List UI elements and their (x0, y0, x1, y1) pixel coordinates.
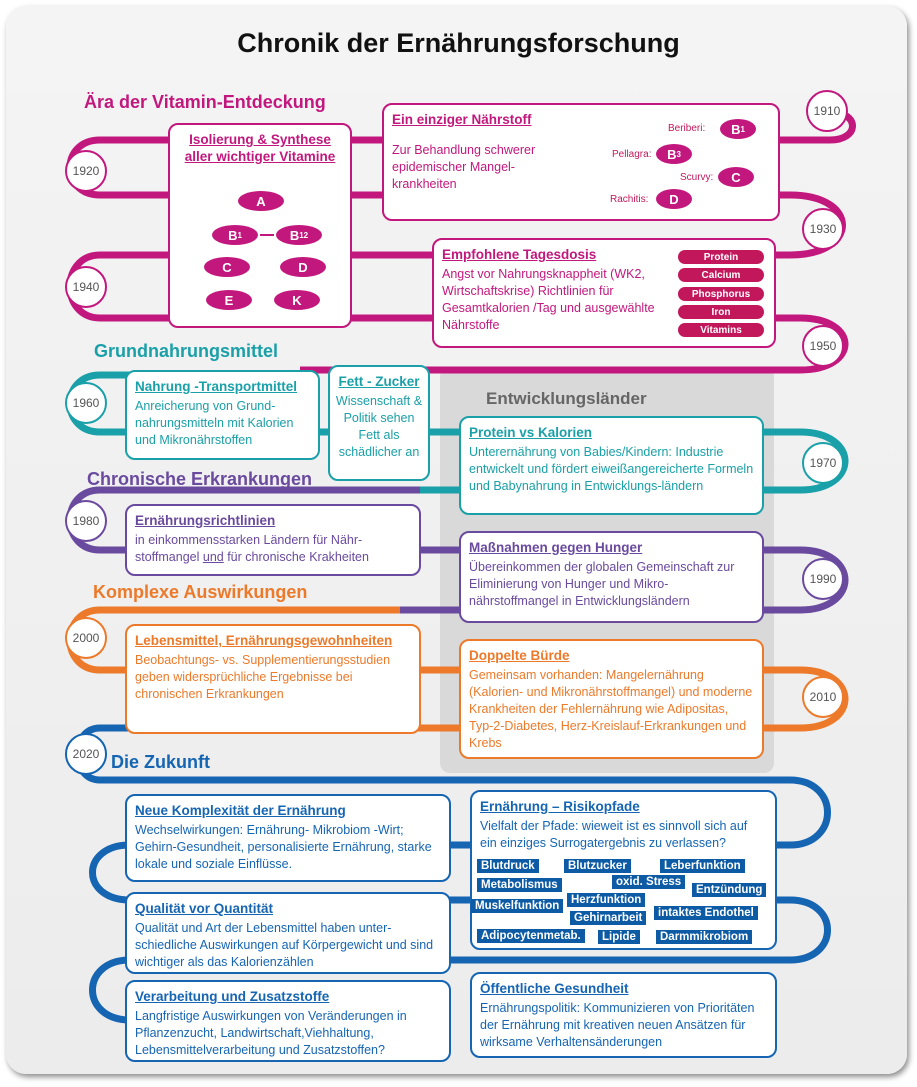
box-verarbeitung-text: Langfristige Auswirkungen von Veränderun… (135, 1009, 407, 1057)
box-verarbeitung-title: Verarbeitung und Zusatzstoffe (135, 989, 330, 1004)
risk-tag-blutzucker: Blutzucker (564, 859, 631, 873)
era-vitamin-heading: Ära der Vitamin-Entdeckung (84, 92, 326, 112)
box-qualitaet-text: Qualität und Art der Lebensmittel haben … (135, 921, 434, 969)
vitamin-c: C (204, 257, 250, 277)
year-1930: 1930 (802, 208, 844, 250)
box-verarbeitung: Verarbeitung und Zusatzstoffe Langfristi… (125, 980, 451, 1062)
year-2010: 2010 (802, 676, 844, 718)
risk-tag-lipide: Lipide (598, 930, 640, 944)
box-buerde-text: Gemeinsam vorhanden: Mangelernährung (Ka… (469, 668, 753, 750)
developing-countries-label: Entwicklungsländer (486, 389, 647, 408)
box-komplexitaet-title: Neue Komplexität der Ernährung (135, 803, 346, 818)
year-2020: 2020 (65, 733, 107, 775)
box-komplexitaet-text: Wechselwirkungen: Ernährung- Mikrobiom -… (135, 823, 432, 871)
year-1920: 1920 (65, 150, 107, 192)
risk-tag-leberfunktion: Leberfunktion (660, 859, 745, 873)
box-protein: Protein vs Kalorien Unterernährung von B… (459, 416, 764, 515)
box-naehrstoff-title: Ein einziger Nährstoff (392, 112, 532, 127)
label-rachitis: Rachitis: (610, 194, 649, 205)
year-1910: 1910 (806, 90, 848, 132)
vitamin-e: E (206, 290, 252, 310)
label-scurvy: Scurvy: (680, 172, 714, 183)
box-lebensmittel: Lebensmittel, Ernährungsgewohnheiten Beo… (125, 624, 421, 734)
year-2000: 2000 (65, 617, 107, 659)
deficiency-d: D (656, 189, 692, 209)
box-transport: Nahrung -Transportmittel Anreicherung vo… (125, 370, 320, 460)
risk-tag-herzfunktion: Herzfunktion (567, 893, 646, 907)
label-pellagra: Pellagra: (612, 149, 652, 160)
box-lebensmittel-title: Lebensmittel, Ernährungsgewohnheiten (135, 633, 393, 648)
box-fett: Fett - Zucker Wissenschaft & Politik seh… (328, 365, 430, 481)
box-komplexitaet: Neue Komplexität der Ernährung Wechselwi… (125, 794, 451, 882)
risk-tag-entzuendung: Entzündung (692, 883, 767, 897)
box-qualitaet-title: Qualität vor Quantität (135, 901, 274, 916)
nutrient-iron: Iron (678, 305, 764, 319)
box-richtlinien: Ernährungsrichtlinien in einkommensstark… (125, 504, 421, 576)
box-hunger-title: Maßnahmen gegen Hunger (469, 540, 643, 555)
year-1980: 1980 (65, 500, 107, 542)
box-isolierung: Isolierung & Synthese aller wichtiger Vi… (168, 123, 352, 328)
risk-tag-metabolismus: Metabolismus (477, 878, 562, 892)
box-fett-text: Wissenschaft & Politik sehen Fett als sc… (335, 394, 423, 459)
year-1970: 1970 (802, 442, 844, 484)
vitamin-b-connector (260, 234, 274, 236)
year-1990: 1990 (802, 558, 844, 600)
era-chronisch-heading: Chronische Erkrankungen (87, 469, 313, 489)
box-richtlinien-title: Ernährungsrichtlinien (135, 513, 276, 528)
year-1950: 1950 (802, 325, 844, 367)
year-1940: 1940 (65, 266, 107, 308)
era-komplex-heading: Komplexe Auswirkungen (93, 582, 308, 602)
box-lebensmittel-text: Beobachtungs- vs. Supplementierungsstudi… (135, 653, 391, 701)
box-naehrstoff: Ein einziger Nährstoff Zur Behandlung sc… (382, 103, 780, 221)
box-qualitaet: Qualität vor Quantität Qualität und Art … (125, 892, 451, 974)
year-1960: 1960 (65, 382, 107, 424)
box-richtlinien-text: in einkommensstarken Ländern für Nähr-st… (135, 533, 369, 564)
box-tagesdosis-text: Angst vor Nahrungsknappheit (WK2, Wirtsc… (442, 267, 655, 332)
vitamin-d: D (280, 257, 326, 277)
risk-tag-oxid-stress: oxid. Stress (612, 875, 686, 889)
box-tagesdosis-title: Empfohlene Tagesdosis (442, 247, 597, 262)
box-oeffentlich-title: Öffentliche Gesundheit (480, 981, 629, 996)
vitamin-a: A (238, 191, 284, 211)
vitamin-k: K (274, 290, 320, 310)
risk-tag-gehirnarbeit: Gehirnarbeit (570, 911, 647, 925)
page-title: Chronik der Ernährungsforschung (237, 28, 680, 58)
box-fett-title: Fett - Zucker (338, 374, 420, 389)
risk-tag-endothel: intaktes Endothel (654, 906, 758, 920)
box-naehrstoff-text: Zur Behandlung schwerer epidemischer Man… (392, 143, 536, 191)
box-risiko-text: Vielfalt der Pfade: wieweit ist es sinnv… (480, 819, 748, 850)
risk-tag-blutdruck: Blutdruck (477, 859, 539, 873)
box-risiko-title: Ernährung – Risikopfade (480, 799, 640, 814)
risk-tag-muskelfunktion: Muskelfunktion (471, 899, 564, 913)
label-beriberi: Beriberi: (668, 123, 706, 134)
box-isolierung-title-2: aller wichtiger Vitamine (184, 149, 336, 164)
box-protein-title: Protein vs Kalorien (469, 425, 593, 440)
track-blue (74, 724, 831, 1024)
box-buerde: Doppelte Bürde Gemeinsam vorhanden: Mang… (459, 639, 764, 759)
box-oeffentlich-text: Ernährungspolitik: Kommunizieren von Pri… (480, 1001, 755, 1049)
nutrient-vitamins: Vitamins (678, 323, 764, 337)
box-transport-text: Anreicherung von Grund-nahrungsmitteln m… (135, 399, 294, 447)
box-hunger-text: Übereinkommen der globalen Gemeinschaft … (469, 560, 735, 608)
box-hunger: Maßnahmen gegen Hunger Übereinkommen der… (459, 531, 764, 623)
risk-tag-darmmikrobiom: Darmmikrobiom (656, 930, 753, 944)
deficiency-c: C (718, 167, 754, 187)
box-buerde-title: Doppelte Bürde (469, 648, 570, 663)
nutrient-calcium: Calcium (678, 268, 764, 282)
box-transport-title: Nahrung -Transportmittel (135, 379, 298, 394)
era-grund-heading: Grundnahrungsmittel (94, 341, 278, 361)
box-protein-text: Unterernährung von Babies/Kindern: Indus… (469, 445, 754, 493)
era-zukunft-heading: Die Zukunft (111, 752, 210, 772)
box-isolierung-title-1: Isolierung & Synthese (189, 132, 331, 147)
nutrient-protein: Protein (678, 250, 764, 264)
box-oeffentlich: Öffentliche Gesundheit Ernährungspolitik… (470, 972, 777, 1058)
risk-tag-adipocyten: Adipocytenmetab. (477, 929, 585, 943)
nutrient-phosphorus: Phosphorus (678, 287, 764, 301)
